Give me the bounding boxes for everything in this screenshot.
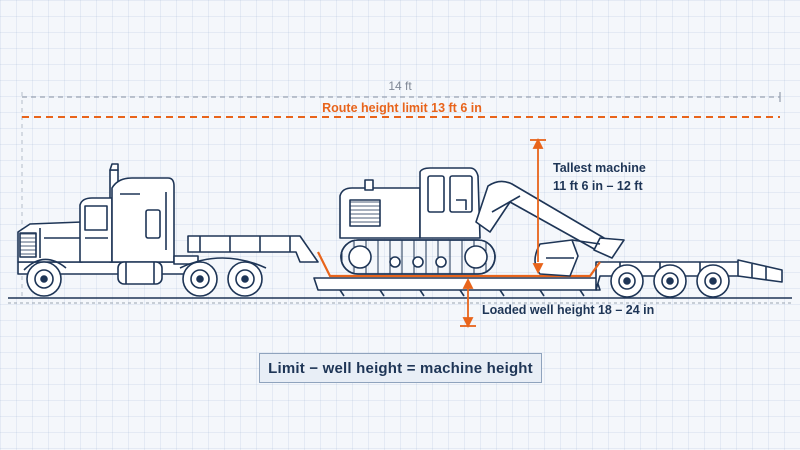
well-height-dimension (460, 277, 476, 329)
grill (19, 232, 37, 258)
well-height-highlight (317, 251, 601, 278)
lowboy-trailer (187, 235, 783, 298)
cab-window (84, 205, 108, 231)
tractor-wheels (26, 261, 263, 297)
formula-text: Limit − well height = machine height (268, 359, 533, 377)
well-height-label: Loaded well height 18 – 24 in (482, 303, 654, 317)
tallest-machine-dimension (530, 137, 546, 275)
ground-line (8, 297, 792, 304)
truck-tractor (17, 163, 267, 297)
overall-height-label: 14 ft (388, 79, 412, 93)
trailer-wheels (610, 264, 730, 298)
route-limit-label: Route height limit 13 ft 6 in (322, 101, 482, 115)
formula-box: Limit − well height = machine height (259, 353, 542, 383)
engine-vent (349, 199, 381, 227)
tallest-machine-label-1: Tallest machine (553, 161, 646, 175)
route-limit-line: Route height limit 13 ft 6 in (22, 101, 780, 118)
well-deck (313, 277, 601, 291)
overall-height-dimension: 14 ft (21, 79, 781, 300)
excavator-boom (475, 180, 605, 251)
excavator (339, 167, 625, 277)
tallest-machine-label-2: 11 ft 6 in – 12 ft (553, 179, 643, 193)
